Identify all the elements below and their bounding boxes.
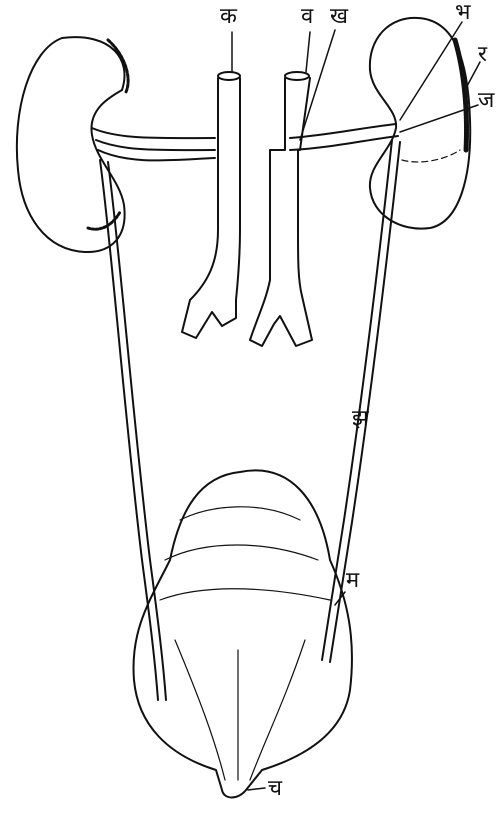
label-bha: भ bbox=[455, 2, 470, 24]
label-kha: ख bbox=[330, 6, 348, 28]
aorta bbox=[250, 72, 312, 346]
left-ureter bbox=[100, 160, 166, 700]
label-va: व bbox=[301, 6, 313, 28]
bladder bbox=[133, 470, 351, 797]
label-ja: ज bbox=[478, 90, 494, 112]
label-jha: झ bbox=[352, 408, 369, 430]
vena-cava bbox=[182, 72, 240, 338]
label-cha: च bbox=[268, 778, 282, 800]
left-renal-vessels bbox=[92, 128, 215, 160]
label-ma: म bbox=[346, 570, 359, 592]
right-renal-vessels bbox=[290, 124, 398, 150]
label-ra: र bbox=[478, 44, 487, 66]
label-ka: क bbox=[220, 6, 237, 28]
